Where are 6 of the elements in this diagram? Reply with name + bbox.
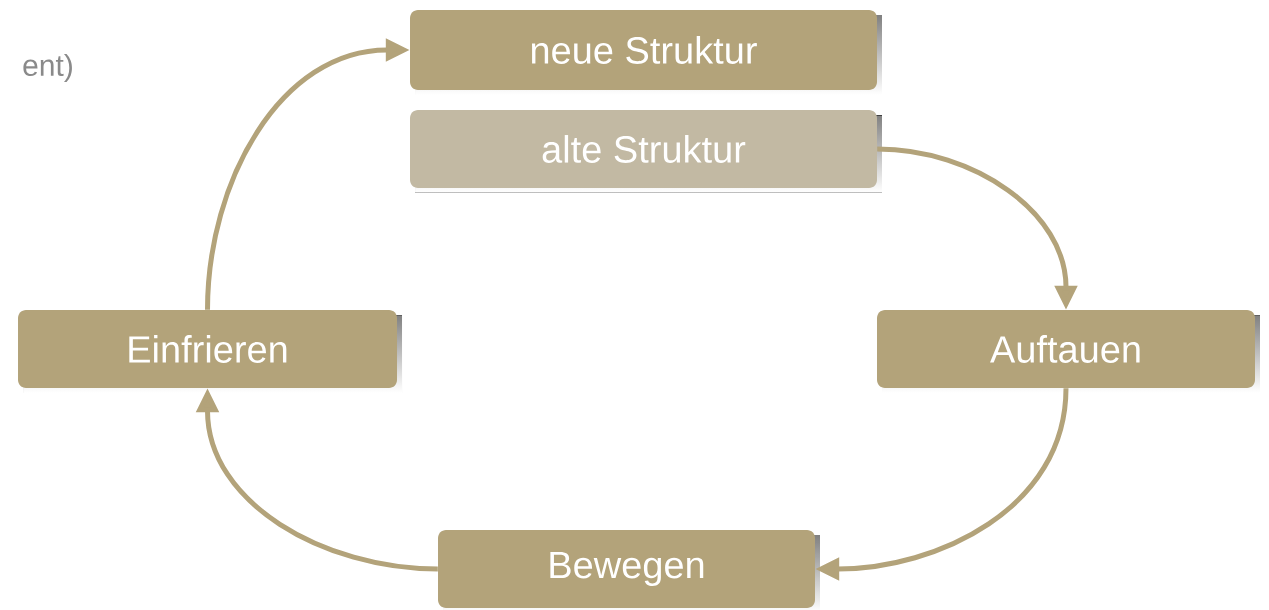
process-box: alte Struktur	[410, 110, 882, 193]
process-box: Bewegen	[438, 530, 820, 610]
process-box: Auftauen	[877, 310, 1260, 393]
process-box: neue Struktur	[410, 10, 882, 95]
process-box: Einfrieren	[18, 310, 402, 393]
cut-off-text: ent)	[23, 54, 72, 82]
